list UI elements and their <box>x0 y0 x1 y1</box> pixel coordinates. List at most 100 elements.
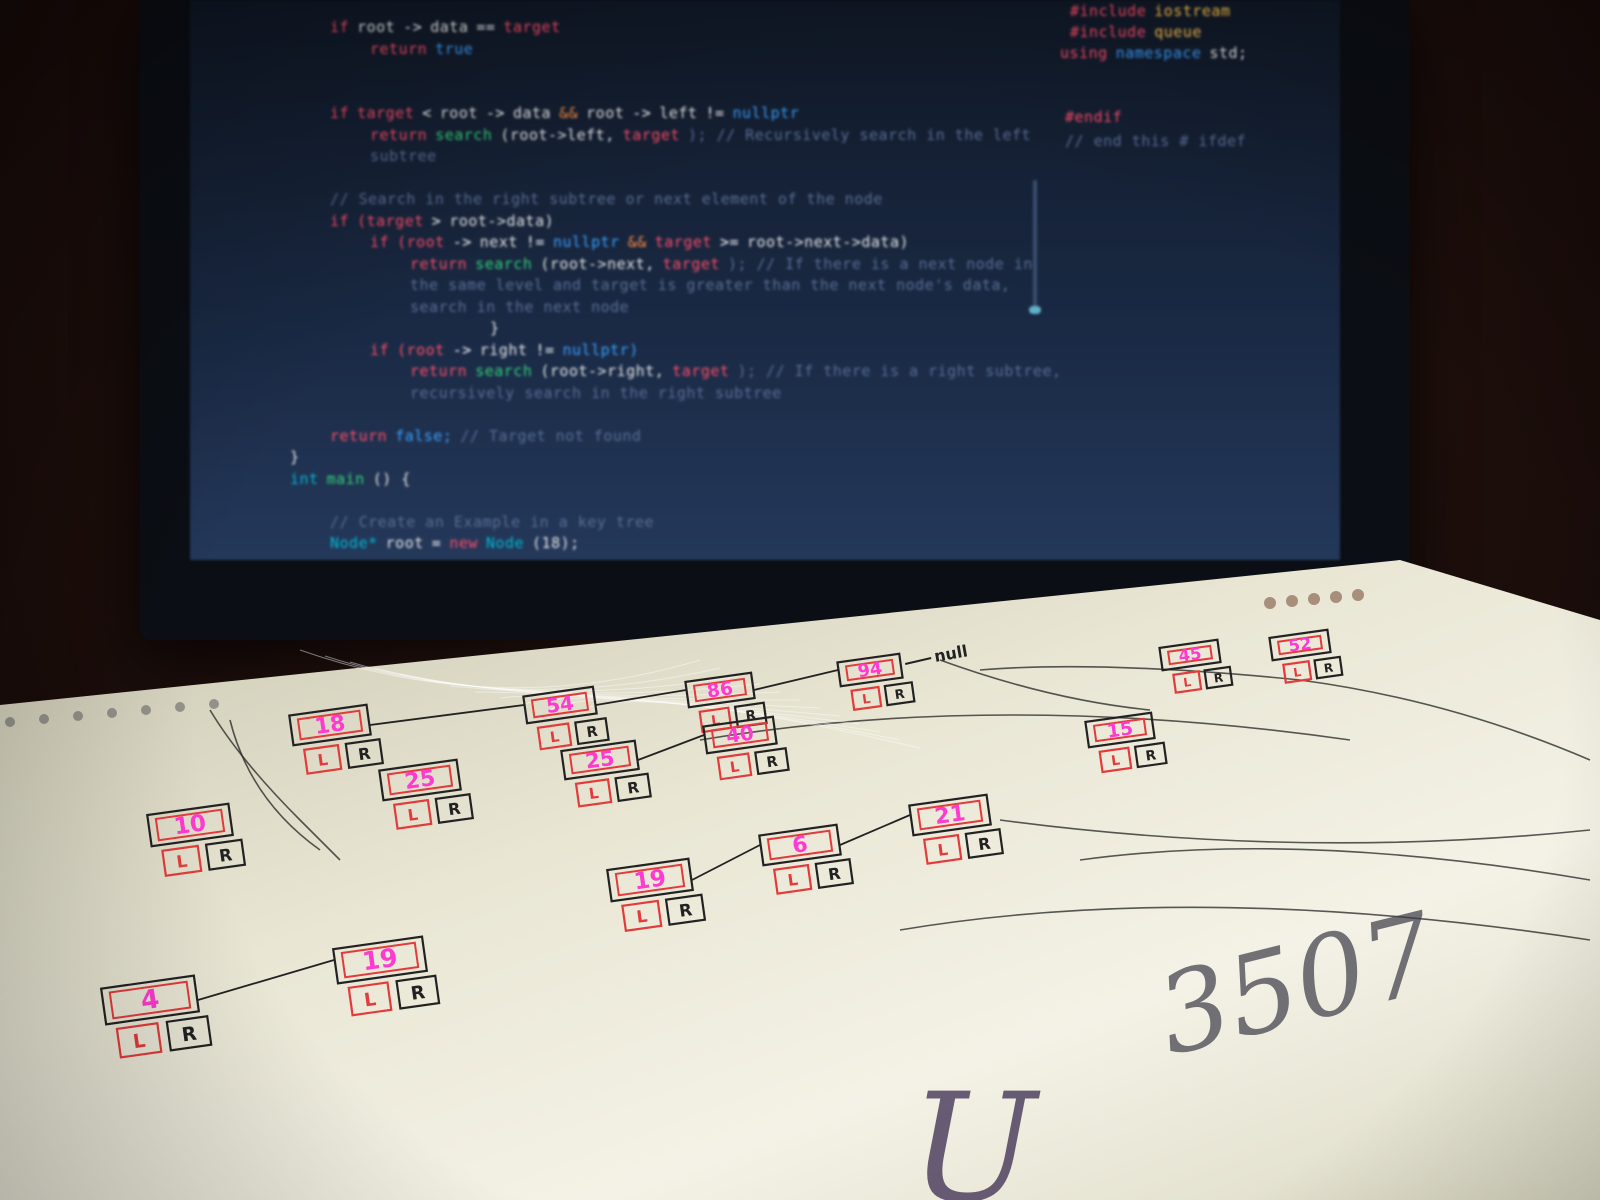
code-token: != <box>525 233 545 251</box>
code-token: int <box>290 469 319 488</box>
node-left-label: L <box>729 759 740 776</box>
handwritten-letter: U <box>910 1062 1041 1200</box>
code-token: -> <box>632 104 652 122</box>
sibling-arrow <box>691 844 761 881</box>
code-token: return <box>410 254 468 273</box>
node-left-pointer-box <box>161 844 203 878</box>
node-key-box <box>331 935 429 985</box>
scratch-mark <box>324 655 721 690</box>
connector-line <box>999 819 1591 844</box>
node-left-label: L <box>936 840 949 860</box>
node-right-pointer-box <box>614 772 652 803</box>
code-token: (root->next, <box>540 254 655 273</box>
code-token: root->data) <box>449 211 555 230</box>
node-left-label: L <box>549 729 560 746</box>
code-token: search in the next node <box>410 297 630 316</box>
node-right-label: R <box>1323 660 1334 675</box>
code-token: && <box>627 233 647 251</box>
endif-text: #endif <box>1065 108 1123 126</box>
node-key-label: 86 <box>706 678 735 702</box>
node-right-pointer-box <box>1133 741 1168 769</box>
node-left-pointer-box <box>850 685 883 712</box>
handwritten-number: 3507 <box>1145 888 1448 1080</box>
code-token: the same level and target is greater tha… <box>410 276 1011 294</box>
node-right-label: R <box>894 687 906 703</box>
node-left-label: L <box>316 750 329 770</box>
node-key-label: 19 <box>632 865 667 895</box>
scratch-mark <box>549 699 901 741</box>
connector-line <box>1079 847 1591 881</box>
code-token: return <box>370 39 428 58</box>
node-left-label: L <box>1293 665 1303 680</box>
node-right-pointer-box <box>814 858 855 889</box>
code-token: next <box>479 233 518 251</box>
code-token: return <box>370 125 428 144</box>
code-token: return <box>330 426 388 445</box>
code-token: < <box>422 104 432 122</box>
scratch-mark <box>349 661 741 692</box>
scratch-mark <box>574 701 921 749</box>
code-line: } <box>490 319 508 339</box>
code-token: root <box>439 104 478 122</box>
node-key-inner-box <box>844 658 896 682</box>
editor-scrollbar[interactable] <box>1029 180 1041 314</box>
code-line: if(root->next!=nullptr&&target>=root->ne… <box>370 233 917 253</box>
null-label: null <box>933 641 970 666</box>
node-key-box <box>1268 628 1332 662</box>
sibling-arrow <box>369 704 525 726</box>
magnet-dot <box>209 699 219 709</box>
node-key-label: 25 <box>584 746 616 774</box>
code-token: nullptr <box>732 104 800 122</box>
node-key-label: 6 <box>791 832 810 859</box>
include-token: #include <box>1070 23 1147 41</box>
code-token: -> <box>403 18 423 36</box>
code-token: return <box>410 362 468 380</box>
node-key-box <box>1158 638 1222 672</box>
magnet-dot <box>1286 595 1298 607</box>
code-token: if <box>330 104 350 122</box>
node-right-pointer-box <box>344 738 385 769</box>
code-token: -> <box>452 233 472 251</box>
code-token: Node* <box>330 534 378 552</box>
code-token: target <box>622 125 680 144</box>
code-token: (root <box>397 340 445 359</box>
node-key-inner-box <box>1092 717 1148 743</box>
node-left-label: L <box>363 989 378 1011</box>
node-key-inner-box <box>766 829 834 861</box>
code-token: data <box>512 104 552 122</box>
node-right-label: R <box>410 982 427 1005</box>
code-token: target <box>357 104 415 122</box>
node-key-inner-box <box>916 799 984 831</box>
code-line: recursively search in the right subtree <box>410 384 790 404</box>
code-token: new <box>449 534 478 552</box>
node-key-box <box>522 685 598 725</box>
code-token: main <box>326 469 365 488</box>
sibling-arrow <box>595 689 687 706</box>
node-key-box <box>758 823 842 867</box>
node-key-label: 45 <box>1177 644 1202 666</box>
node-left-label: L <box>1183 675 1193 690</box>
code-token: search <box>435 125 493 144</box>
include-token: #include <box>1070 2 1147 20</box>
node-right-label: R <box>447 799 462 820</box>
node-right-label: R <box>766 754 779 771</box>
code-token: false; <box>395 426 453 445</box>
node-left-label: L <box>588 784 600 803</box>
node-key-inner-box <box>692 677 748 703</box>
node-key-inner-box <box>530 691 590 719</box>
code-token: // Target not found <box>460 426 642 445</box>
node-right-label: R <box>1213 670 1224 685</box>
code-token: () { <box>372 469 411 488</box>
node-right-label: R <box>626 778 640 797</box>
node-left-pointer-box <box>922 833 963 865</box>
sibling-arrow <box>197 959 335 1001</box>
code-token: right <box>479 340 528 359</box>
code-token: left <box>659 104 698 122</box>
